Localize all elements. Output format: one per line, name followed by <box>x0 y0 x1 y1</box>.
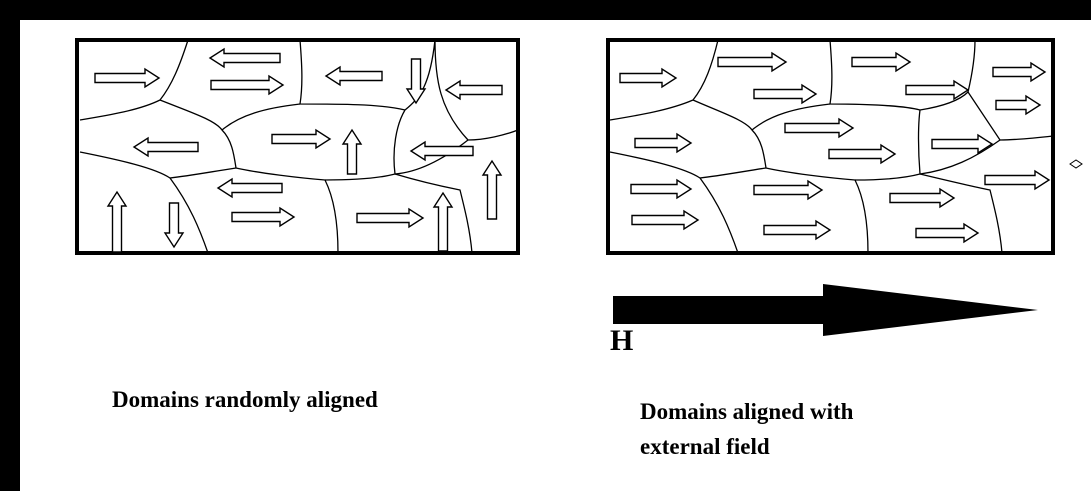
left-arrows <box>94 47 503 253</box>
right-arrow-right-icon <box>619 67 678 89</box>
right-arrow-right-icon <box>889 187 956 209</box>
right-arrow-right-icon <box>995 94 1042 116</box>
right-arrow-right-icon <box>717 51 788 73</box>
caption-aligned-line1: Domains aligned with <box>640 399 854 424</box>
right-arrows <box>619 51 1051 244</box>
caption-aligned-line2: external field <box>640 434 770 459</box>
left-arrow-right-icon <box>94 67 161 89</box>
right-arrow-right-icon <box>915 222 980 244</box>
left-arrow-left-icon <box>132 136 199 158</box>
left-arrow-right-icon <box>210 74 285 96</box>
right-domain-walls <box>609 39 1054 254</box>
left-arrow-down-icon <box>405 58 427 105</box>
right-arrow-right-icon <box>984 169 1051 191</box>
caption-random: Domains randomly aligned <box>112 387 378 412</box>
left-arrow-up-icon <box>341 128 363 175</box>
right-arrow-right-icon <box>828 143 897 165</box>
random-domains-panel <box>75 38 520 255</box>
right-arrow-right-icon <box>634 132 693 154</box>
left-arrow-right-icon <box>231 206 296 228</box>
left-arrow-left-icon <box>444 79 503 101</box>
left-arrow-left-icon <box>208 47 281 69</box>
left-arrow-right-icon <box>356 207 425 229</box>
right-arrow-right-icon <box>631 209 700 231</box>
right-arrow-right-icon <box>630 178 693 200</box>
right-arrow-right-icon <box>851 51 912 73</box>
field-arrow-icon <box>613 284 1038 336</box>
left-arrow-left-icon <box>216 177 283 199</box>
right-arrow-right-icon <box>753 83 818 105</box>
left-arrow-right-icon <box>271 128 332 150</box>
left-arrow-up-icon <box>481 159 503 220</box>
field-label: H <box>610 324 634 357</box>
left-arrow-left-icon <box>409 140 474 162</box>
right-arrow-right-icon <box>992 61 1047 83</box>
stray-small-arrow-icon <box>1069 159 1083 169</box>
left-arrow-up-icon <box>432 191 454 252</box>
left-panel-border <box>75 38 520 255</box>
left-arrow-left-icon <box>324 65 383 87</box>
left-arrow-up-icon <box>106 190 128 253</box>
right-arrow-right-icon <box>753 179 824 201</box>
left-domain-walls <box>79 39 519 254</box>
left-arrow-down-icon <box>163 202 185 249</box>
right-arrow-right-icon <box>905 79 970 101</box>
aligned-domains-panel <box>606 38 1055 255</box>
right-arrow-right-icon <box>763 219 832 241</box>
right-arrow-right-icon <box>931 133 994 155</box>
right-arrow-right-icon <box>784 117 855 139</box>
